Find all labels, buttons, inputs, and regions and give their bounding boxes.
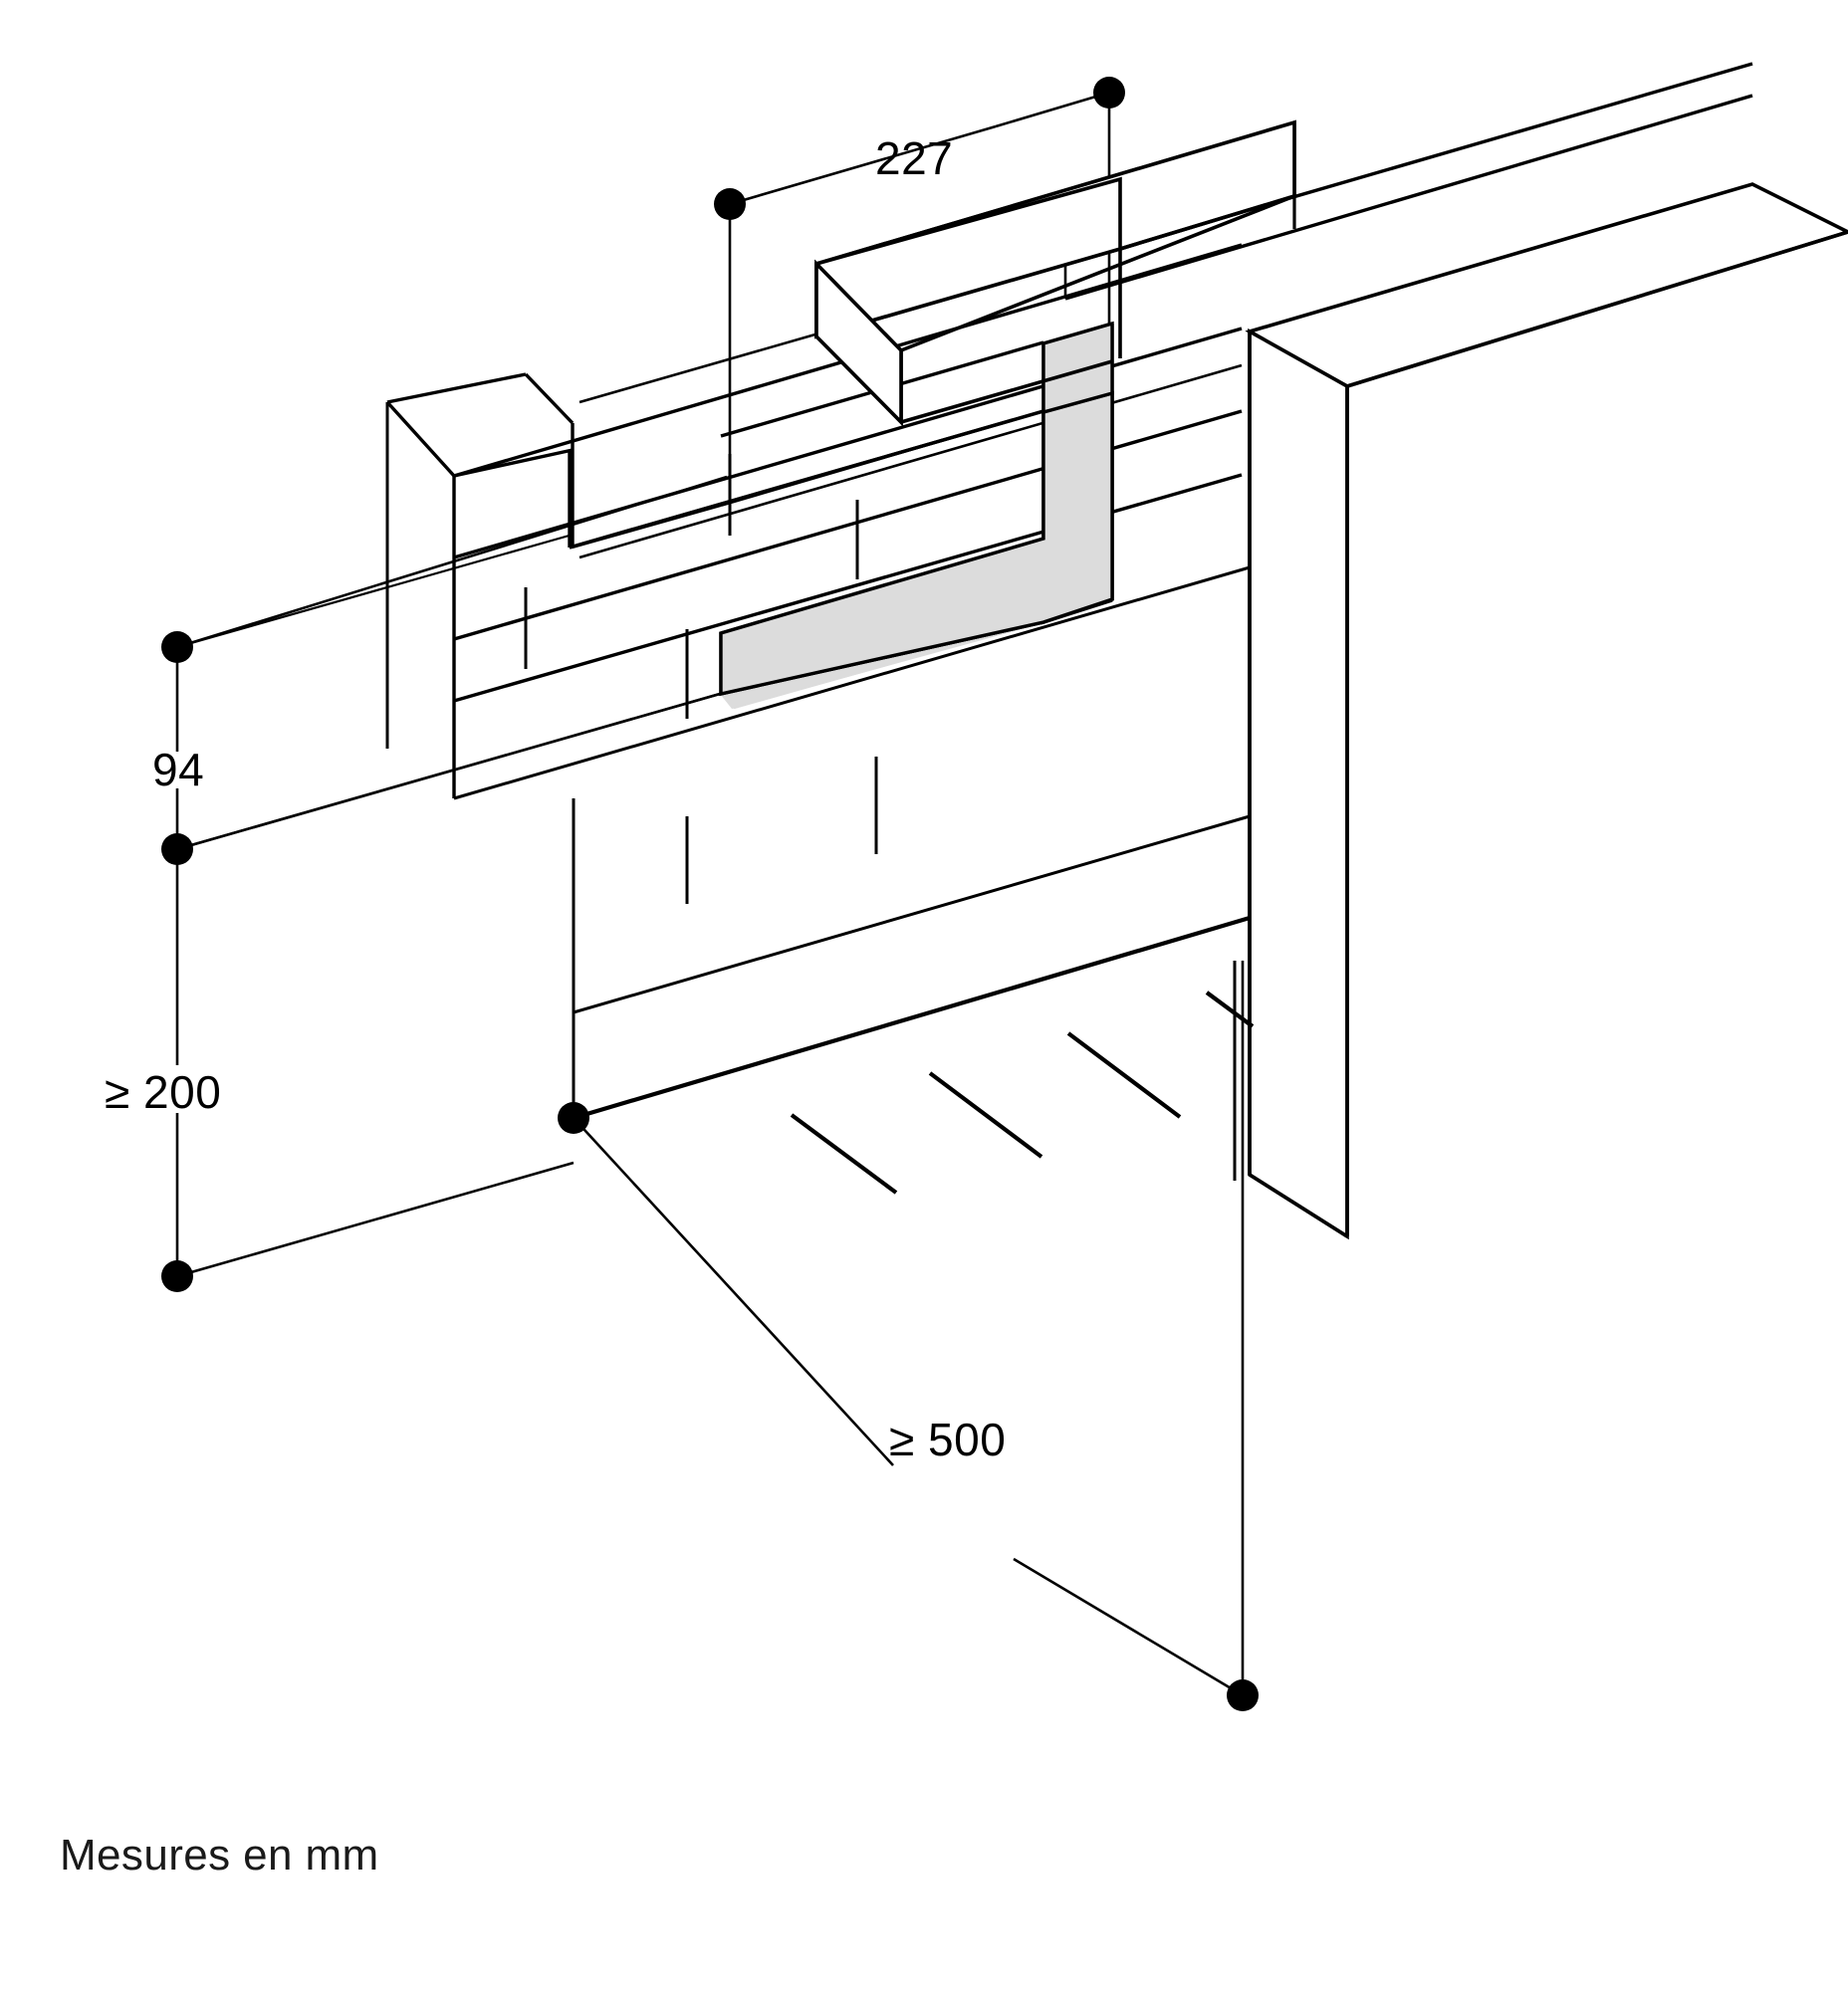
left-post-diag	[385, 400, 456, 478]
hatch-4	[1205, 991, 1255, 1028]
lower-cabinet-group	[453, 565, 1251, 1181]
leader-200-top	[176, 692, 721, 851]
dimension-labels-group: 227 94 ≥ 200 ≥ 500	[105, 132, 1006, 1465]
duct-opening	[814, 259, 903, 427]
leader-500-start	[573, 1117, 894, 1466]
duct-right-diag	[1119, 194, 1295, 251]
leader-200-bottom	[176, 1161, 575, 1278]
left-post-inner-edge	[453, 448, 574, 478]
dot-500-end	[1227, 1679, 1259, 1711]
hatch-2	[928, 1071, 1043, 1159]
cabinet-band-1	[453, 565, 1251, 800]
dim-label-500: ≥ 500	[889, 1414, 1006, 1465]
left-post-top-right	[524, 372, 575, 425]
dot-94-top	[161, 631, 193, 663]
duct-bottom-edge	[900, 359, 1113, 424]
units-caption: Mesures en mm	[60, 1831, 379, 1880]
niche-L-shape	[719, 390, 1114, 697]
wall-top-back-edge	[1241, 62, 1753, 214]
dot-227-right	[1093, 77, 1125, 109]
wall-course-line-1	[1064, 94, 1753, 301]
hatch-1	[790, 1113, 898, 1195]
right-panel-front-face	[1248, 328, 1349, 1240]
dot-227-left	[714, 188, 746, 220]
floor-hatching-group	[790, 991, 1255, 1195]
dim-label-200: ≥ 200	[105, 1066, 221, 1118]
duct-box-group	[814, 119, 1296, 427]
post-to-wall-thin-line	[176, 533, 574, 649]
worktop-front-edge	[573, 915, 1251, 1121]
wall-course-line-3	[578, 363, 1243, 559]
niche-precise-group	[719, 321, 1114, 697]
dim-label-94: 94	[152, 744, 204, 795]
leader-227-left	[729, 124, 997, 206]
dot-200-bottom	[161, 1260, 193, 1292]
dimension-lines-group	[175, 91, 1245, 1697]
dim-label-227: 227	[875, 132, 953, 184]
duct-top-back-edge	[900, 194, 1295, 352]
niche-top-sliver	[1041, 321, 1114, 415]
dimension-dots-group	[161, 77, 1259, 1711]
cabinet-band-2	[573, 814, 1251, 1014]
dot-500-start	[558, 1102, 589, 1134]
dot-94-bottom	[161, 833, 193, 865]
leader-500-end	[1013, 1557, 1244, 1697]
niche-gray-top-edge	[569, 409, 1044, 550]
right-panel-bottom-edge	[1249, 1173, 1348, 1238]
hatch-3	[1066, 1031, 1182, 1119]
left-post-top-edge	[386, 372, 527, 404]
leader-227-right	[995, 91, 1110, 128]
right-panel-top-right-diag	[1346, 230, 1848, 388]
right-panel-group	[1245, 182, 1848, 1240]
